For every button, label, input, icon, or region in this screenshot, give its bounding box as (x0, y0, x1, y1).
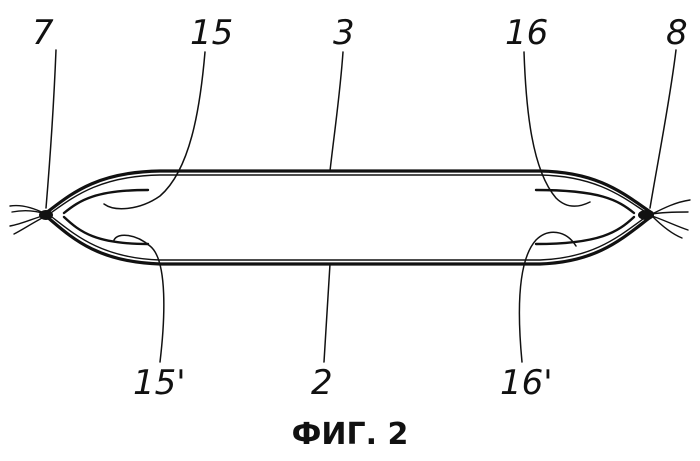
label-15: 15 (190, 13, 233, 53)
right-knot (638, 210, 654, 220)
label-16: 16 (505, 13, 548, 53)
inner-flaps (64, 190, 634, 244)
leader-3 (330, 52, 343, 171)
leader-15 (104, 52, 205, 209)
label-8: 8 (666, 13, 688, 53)
leader-16-prime (519, 232, 576, 362)
leader-16 (524, 52, 590, 206)
label-15-prime: 15' (133, 363, 186, 403)
lower-sheet-outline (46, 216, 652, 264)
right-strand-4 (652, 216, 682, 238)
leader-8 (650, 50, 676, 208)
left-knot (39, 210, 53, 220)
label-7: 7 (32, 13, 54, 53)
left-strand-4 (14, 216, 46, 234)
flap-top-right (536, 190, 634, 213)
right-strand-2 (652, 212, 688, 214)
label-3: 3 (333, 13, 355, 53)
label-16-prime: 16' (500, 363, 553, 403)
capsule-body (46, 171, 652, 264)
right-tie-end (638, 200, 690, 238)
leader-2 (324, 264, 330, 362)
leader-lines (46, 50, 676, 362)
lower-sheet-outline-inner (48, 214, 650, 260)
figure-caption: ФИГ. 2 (292, 417, 409, 452)
upper-sheet-outline-inner (48, 175, 650, 215)
leader-7 (46, 50, 56, 208)
right-strand-3 (652, 216, 688, 230)
label-2: 2 (311, 363, 333, 403)
left-tie-end (10, 205, 53, 234)
